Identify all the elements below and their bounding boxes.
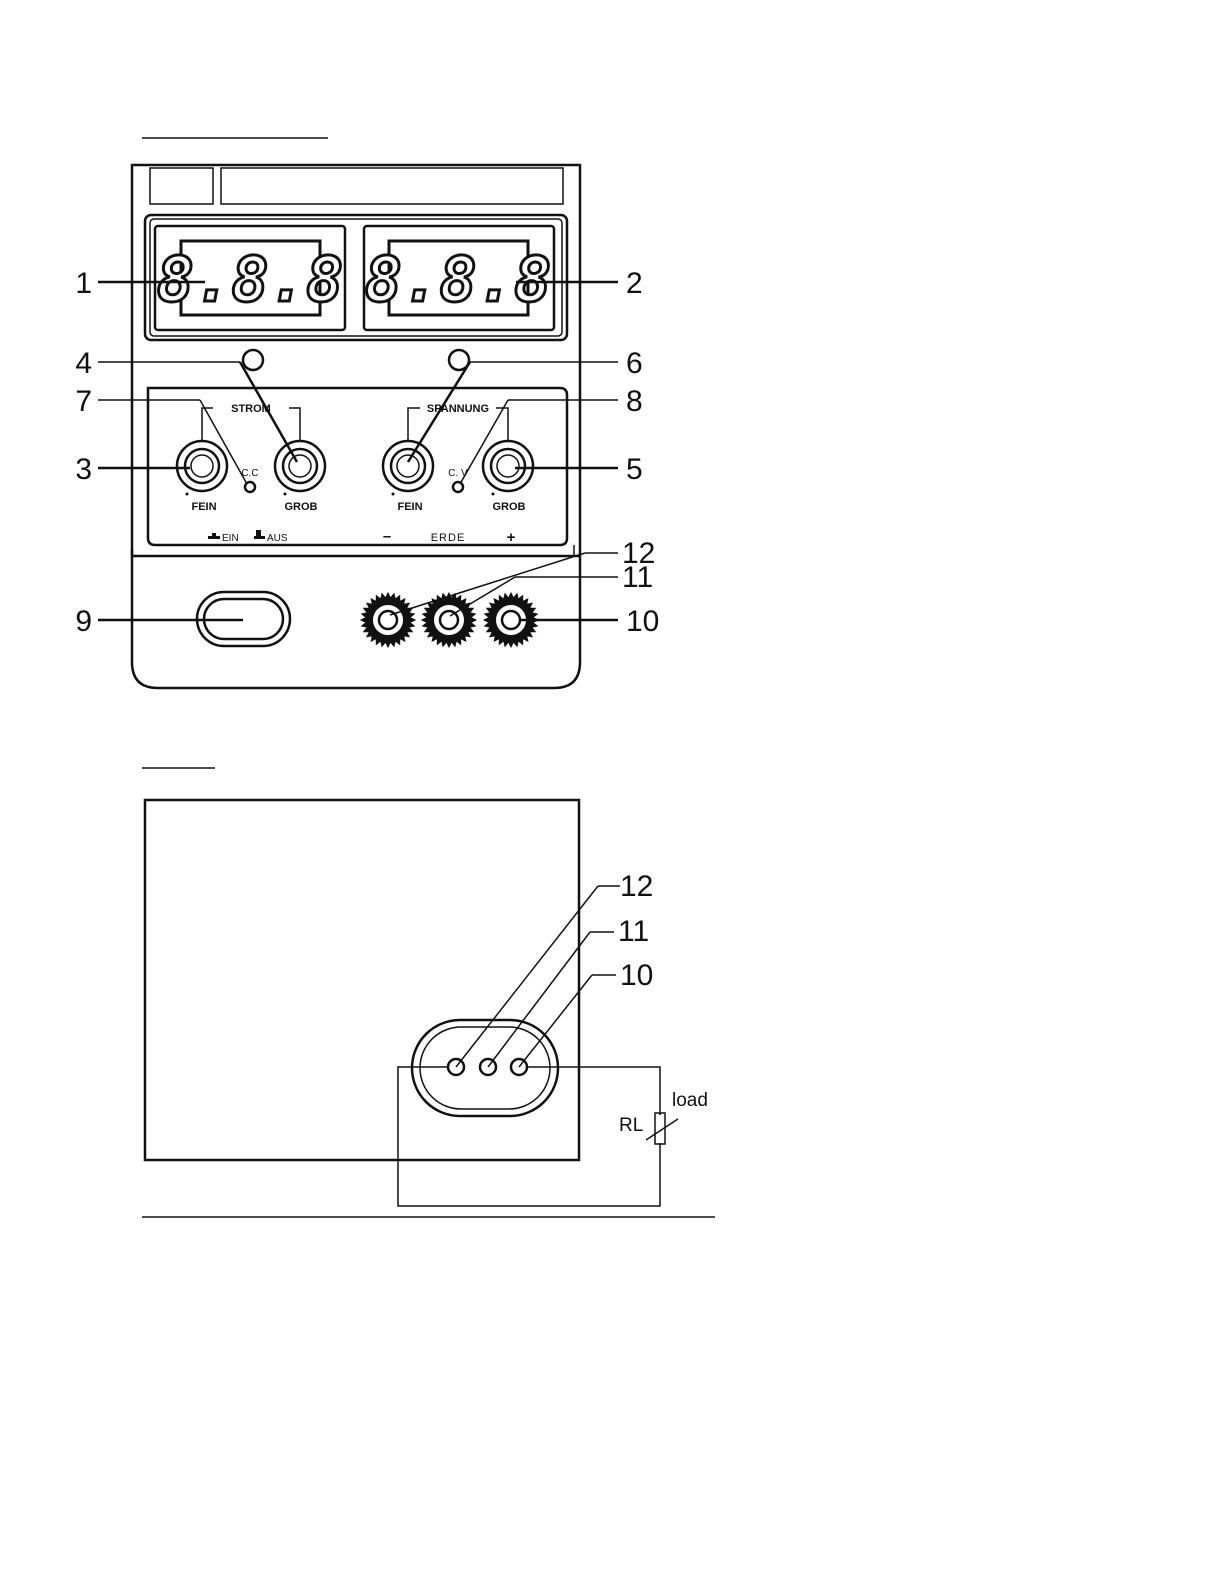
voltage-fine-knob[interactable]: [383, 441, 433, 496]
callout-10: 10: [626, 605, 659, 638]
terminal-housing-outer: [412, 1020, 558, 1116]
top-slot-small: [150, 168, 213, 204]
erde-label: ERDE: [431, 532, 466, 544]
terminal-12[interactable]: [361, 593, 415, 647]
wiring-callout-10: 10: [620, 959, 653, 992]
callout-4: 4: [75, 347, 92, 380]
ein-symbol-icon: [208, 533, 220, 539]
current-display: 8.8.8: [155, 226, 345, 330]
top-slot-large: [221, 168, 563, 204]
callout-7: 7: [75, 385, 92, 418]
resistor-variable-arrow: [646, 1119, 678, 1140]
callout-9: 9: [75, 605, 92, 638]
wiring-callout-11: 11: [618, 915, 649, 948]
callout-3: 3: [75, 453, 92, 486]
ein-label: EIN: [222, 533, 239, 544]
callout-11: 11: [622, 561, 653, 594]
current-coarse-knob[interactable]: [275, 441, 325, 496]
plus-label: +: [507, 529, 516, 546]
load-circuit-wire: [398, 1067, 660, 1206]
voltage-display: 8.8.8: [364, 226, 554, 330]
terminal-housing-inner: [420, 1027, 550, 1109]
fein-label-voltage: FEIN: [397, 501, 422, 513]
front-callouts: 1 2 3 4 5 6 7 8 9 12 11 10: [75, 267, 659, 638]
callout-6: 6: [626, 347, 643, 380]
callout-5: 5: [626, 453, 643, 486]
wiring-diagram: 12 11 10 load RL: [145, 800, 708, 1206]
device-outline: [145, 800, 579, 1160]
callout-2: 2: [626, 267, 643, 300]
aus-symbol-icon: [254, 530, 265, 539]
voltage-display-reading: 8.8.8: [365, 243, 552, 316]
terminal-11[interactable]: [422, 593, 476, 647]
cv-led: [453, 482, 463, 492]
grob-label-current: GROB: [285, 501, 318, 513]
output-terminals: [361, 593, 538, 647]
load-label: load: [672, 1090, 708, 1111]
grob-label-voltage: GROB: [493, 501, 526, 513]
fein-label-current: FEIN: [191, 501, 216, 513]
callout-8: 8: [626, 385, 643, 418]
front-panel: 8.8.8 8.8.8 STROM SPANNUNG: [132, 165, 580, 688]
cv-label: C. V: [448, 468, 468, 479]
minus-label: –: [383, 528, 391, 545]
current-display-reading: 8.8.8: [157, 243, 344, 316]
rl-label: RL: [619, 1115, 643, 1136]
aus-label: AUS: [267, 533, 288, 544]
front-callout-leaders: [98, 282, 618, 620]
callout-1: 1: [75, 267, 92, 300]
control-panel-frame: [132, 388, 567, 555]
indicator-lamp-4: [243, 350, 263, 370]
wiring-callout-12: 12: [620, 870, 653, 903]
spannung-label: SPANNUNG: [427, 403, 489, 415]
